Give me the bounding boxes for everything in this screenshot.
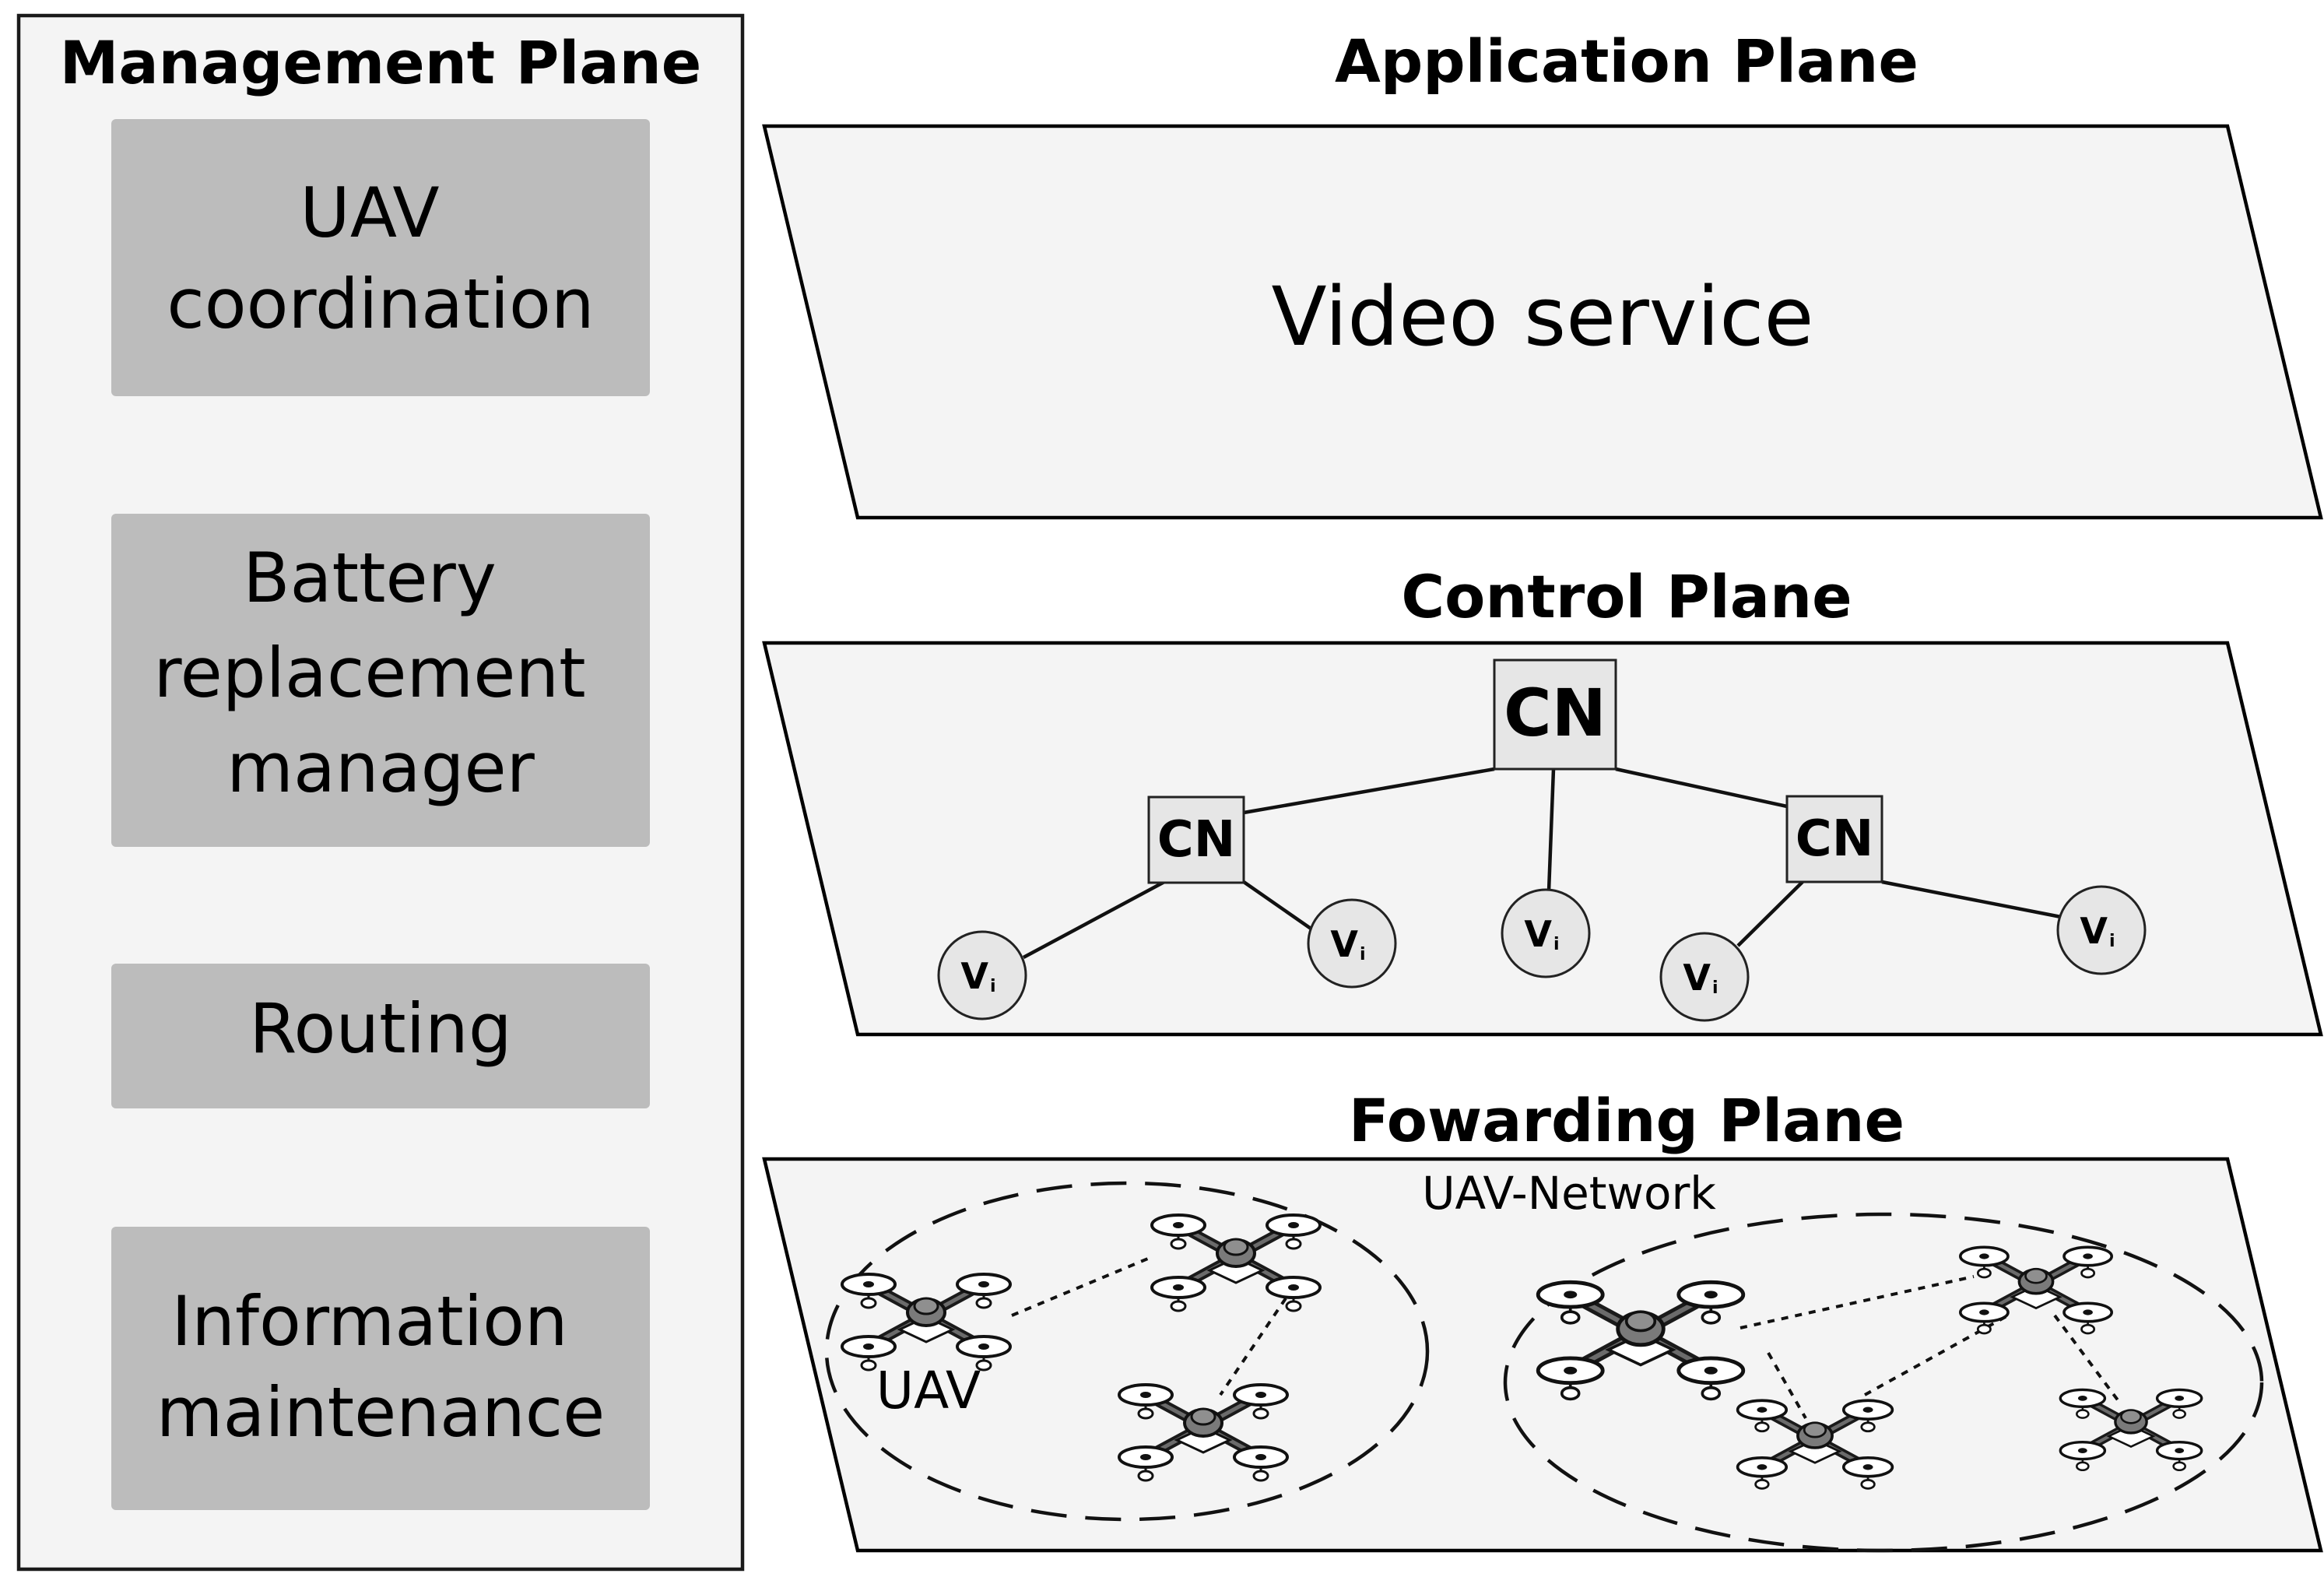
mgmt-box-line: UAV — [300, 173, 439, 253]
svg-text:Vi: Vi — [1683, 957, 1718, 999]
vehicle-label: V — [1683, 957, 1711, 999]
svg-text:Routing: Routing — [249, 989, 511, 1069]
uav-cluster-right — [1503, 1212, 2264, 1553]
drone-icon — [1118, 1383, 1289, 1482]
svg-text:Vi: Vi — [1524, 913, 1559, 955]
mgmt-box-line: manager — [226, 728, 535, 808]
svg-text:Vi: Vi — [1330, 923, 1365, 965]
vehicle-node: Vi — [1659, 932, 1750, 1022]
controller-node-label: CN — [1504, 675, 1606, 751]
mgmt-box-line: Information — [171, 1281, 567, 1361]
uav-links — [1011, 1255, 2120, 1419]
svg-text:Battery replacement: Battery replacement manager — [153, 538, 607, 808]
drone-icon — [1150, 1213, 1322, 1312]
vehicle-subscript: i — [990, 977, 996, 996]
controller-node-label: CN — [1157, 811, 1236, 869]
management-plane-title: Management Plane — [60, 28, 702, 97]
video-service-label: Video service — [1272, 269, 1814, 364]
svg-text:Vi: Vi — [960, 955, 995, 997]
vehicle-label: V — [1524, 913, 1552, 955]
management-plane: Management Plane UAV coordination Batter… — [16, 13, 745, 1572]
controller-node-left: CN — [1147, 796, 1245, 884]
drone-icon — [2059, 1388, 2203, 1472]
controller-node-label: CN — [1796, 810, 1874, 868]
vehicle-node: Vi — [937, 930, 1027, 1020]
controller-node-root: CN — [1493, 659, 1617, 771]
uav-link — [1011, 1255, 1154, 1317]
edge-right-vehicle — [1736, 880, 1804, 947]
mgmt-box-line: maintenance — [156, 1372, 606, 1452]
forwarding-plane: Fowarding Plane UAV-Network UAV — [762, 1086, 2323, 1553]
control-plane: Control Plane CN CN CN Vi — [762, 562, 2323, 1037]
mgmt-box-line: Routing — [249, 989, 511, 1069]
drone-icon — [841, 1273, 1012, 1372]
edge-root-left — [1243, 767, 1495, 815]
controller-node-right: CN — [1785, 795, 1883, 883]
mgmt-box-line: replacement — [153, 633, 585, 713]
forwarding-plane-title: Fowarding Plane — [1349, 1086, 1904, 1155]
svg-text:UAV coordination: UAV coordination — [167, 173, 594, 344]
drone-icon — [1736, 1399, 1894, 1490]
vehicle-subscript: i — [2109, 932, 2115, 951]
svg-text:Information maintenanc: Information maintenance — [156, 1281, 606, 1452]
edge-left-vehicle — [1022, 880, 1166, 959]
application-plane-shape — [762, 124, 2323, 520]
application-plane: Application Plane Video service — [762, 26, 2323, 520]
edge-root-right — [1615, 767, 1788, 809]
mgmt-box-routing: Routing — [111, 964, 650, 1108]
uav-link — [2053, 1314, 2120, 1403]
uav-link — [1767, 1352, 1807, 1419]
vehicle-label: V — [1330, 923, 1358, 965]
vehicle-subscript: i — [1360, 945, 1366, 964]
application-plane-title: Application Plane — [1335, 26, 1919, 96]
mgmt-box-line: Battery — [243, 538, 497, 618]
edge-left-vehicle — [1242, 880, 1317, 933]
vehicle-node: Vi — [1307, 898, 1397, 989]
vehicle-label: V — [960, 955, 988, 997]
mgmt-box-information-maintenance: Information maintenance — [111, 1227, 650, 1510]
control-edges — [1022, 767, 2062, 959]
svg-text:Vi: Vi — [2080, 910, 2115, 952]
uav-link — [1219, 1297, 1287, 1396]
vehicle-node: Vi — [1501, 888, 1591, 978]
mgmt-box-line: coordination — [167, 264, 594, 344]
uav-label: UAV — [876, 1361, 981, 1421]
edge-root-vehicle — [1546, 768, 1556, 892]
mgmt-box-battery-replacement: Battery replacement manager — [111, 514, 650, 847]
edge-right-vehicle — [1881, 880, 2062, 919]
drone-icon — [1958, 1245, 2114, 1335]
vehicle-node: Vi — [2056, 885, 2147, 975]
uav-cluster-left — [824, 1181, 1430, 1522]
mgmt-box-uav-coordination: UAV coordination — [111, 119, 650, 396]
vehicle-subscript: i — [1712, 978, 1718, 998]
control-plane-shape — [762, 641, 2323, 1037]
vehicle-label: V — [2080, 910, 2108, 952]
vehicle-subscript: i — [1553, 935, 1560, 954]
control-plane-title: Control Plane — [1401, 562, 1852, 631]
uav-network-label: UAV-Network — [1422, 1167, 1716, 1220]
drone-icon — [1536, 1280, 1746, 1401]
uav-link — [1739, 1275, 1975, 1329]
